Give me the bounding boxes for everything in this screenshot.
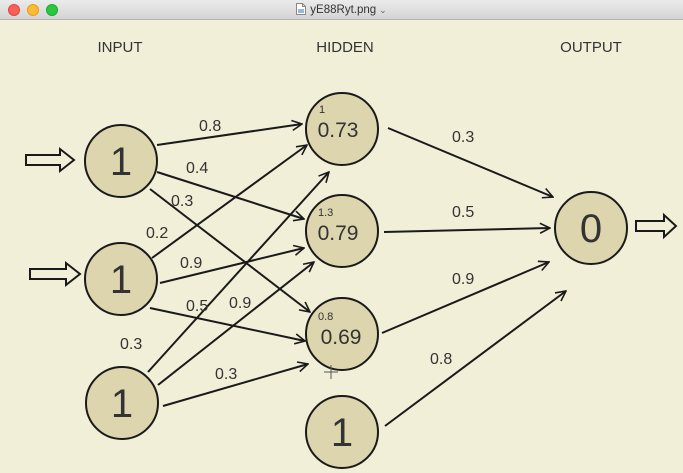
- weight-in2-h1: 0.2: [146, 225, 168, 242]
- hidden-node-1: [305, 92, 379, 166]
- edge-in2-h3: [149, 307, 305, 341]
- input-node-1-value: 1: [110, 140, 132, 184]
- input-arrow-1: [25, 146, 76, 174]
- chevron-down-icon[interactable]: ⌄: [379, 5, 387, 15]
- edge-in3-h1: [147, 172, 329, 373]
- edge-h2-out: [383, 228, 550, 232]
- weight-in1-h3: 0.3: [171, 193, 193, 210]
- bias-node: [305, 395, 379, 469]
- edge-in1-h1: [156, 124, 302, 146]
- edge-h3-out: [381, 262, 549, 334]
- weight-in2-h3: 0.5: [186, 298, 208, 315]
- weight-in1-h1: 0.8: [199, 118, 221, 135]
- weight-h1-out: 0.3: [452, 129, 474, 146]
- close-button[interactable]: [8, 4, 20, 16]
- weight-in1-h2: 0.4: [186, 160, 208, 177]
- bias-node-value: 1: [331, 411, 353, 455]
- crosshair-cursor-icon: [324, 365, 338, 379]
- output-arrow: [635, 212, 678, 240]
- edge-in1-h3: [149, 188, 310, 312]
- edge-in3-h2: [157, 262, 314, 386]
- weight-h3-out: 0.9: [452, 271, 474, 288]
- hidden-node-2-value: 0.79: [318, 222, 359, 245]
- document-icon: [296, 3, 307, 15]
- hidden-node-1-sum: 1: [319, 104, 325, 116]
- input-node-2: [84, 242, 158, 316]
- window-title: yE88Ryt.png: [310, 4, 377, 16]
- weight-bias-out: 0.8: [430, 351, 452, 368]
- edge-in2-h2: [159, 248, 304, 284]
- edge-bias-out: [384, 291, 566, 427]
- hidden-node-3-value: 0.69: [321, 326, 362, 349]
- edge-h1-out: [387, 127, 553, 197]
- edge-in2-h1: [151, 145, 307, 259]
- hidden-node-1-value: 0.73: [318, 119, 359, 142]
- weight-in3-h1: 0.3: [120, 336, 142, 353]
- output-node-value: 0: [580, 207, 602, 251]
- input-node-3: [85, 366, 159, 440]
- neural-network-diagram: INPUT HIDDEN OUTPUT 0.8 0.4 0.: [25, 39, 678, 469]
- hidden-node-3-sum: 0.8: [318, 311, 333, 323]
- output-node: [554, 191, 628, 265]
- weight-in3-h2: 0.9: [229, 295, 251, 312]
- edge-in3-h3: [162, 364, 308, 407]
- weight-h2-out: 0.5: [452, 204, 474, 221]
- input-arrow-2: [29, 260, 82, 288]
- zoom-button[interactable]: [46, 4, 58, 16]
- hidden-node-2-sum: 1.3: [318, 207, 333, 219]
- edge-in1-h2: [156, 171, 304, 219]
- input-node-2-value: 1: [110, 258, 132, 302]
- hidden-node-2: [305, 194, 379, 268]
- output-layer-label: OUTPUT: [560, 39, 622, 56]
- window-title-group[interactable]: yE88Ryt.png⌄: [0, 2, 683, 18]
- input-layer-label: INPUT: [98, 39, 143, 56]
- weight-in2-h2: 0.9: [180, 255, 202, 272]
- input-node-1: [84, 124, 158, 198]
- weight-in3-h3: 0.3: [215, 366, 237, 383]
- hidden-layer-label: HIDDEN: [316, 39, 374, 56]
- hidden-node-3: [305, 297, 379, 371]
- title-bar: yE88Ryt.png⌄: [0, 0, 683, 20]
- minimize-button[interactable]: [27, 4, 39, 16]
- input-node-3-value: 1: [111, 382, 133, 426]
